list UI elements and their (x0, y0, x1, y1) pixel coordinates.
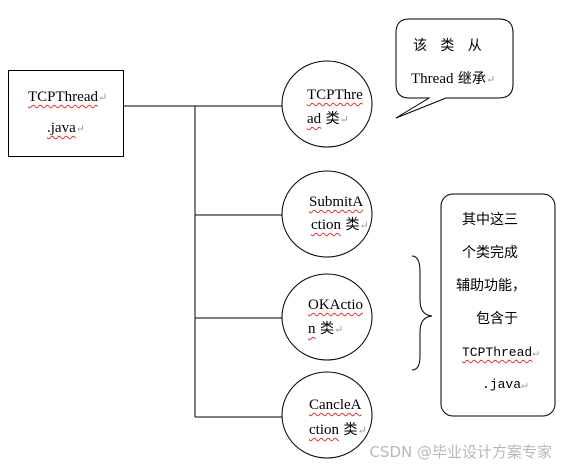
node-label-suffix: 类 (339, 422, 358, 438)
node-label-line1: OKActio (308, 297, 363, 313)
node-submitaction-ellipse (281, 170, 373, 258)
callout-line1: 该 类 从 (413, 38, 482, 54)
paragraph-mark: ↵ (359, 220, 369, 232)
node-okaction-ellipse (281, 273, 373, 361)
paragraph-mark: ↵ (485, 74, 496, 86)
node-cancleaction-ellipse (281, 371, 373, 459)
paragraph-mark: ↵ (357, 425, 367, 437)
note-file-name: TCPThread (462, 345, 533, 360)
node-label-line1: CancleA (309, 397, 362, 413)
node-label-line2: ad (307, 111, 322, 127)
node-tcpthread-ellipse (281, 60, 373, 148)
paragraph-mark: ↵ (75, 123, 85, 135)
callout-bubble (395, 18, 514, 119)
paragraph-mark: ↵ (97, 92, 108, 104)
brace (411, 255, 433, 371)
note-file-extension: .java (482, 377, 522, 392)
main-file-extension: .java (47, 120, 76, 136)
note-line: 辅助功能， (456, 278, 526, 294)
note-line: 个类完成 (462, 245, 518, 261)
paragraph-mark: ↵ (532, 348, 539, 360)
node-label-suffix: 类 (341, 217, 360, 233)
main-file-name: TCPThread (28, 89, 98, 105)
paragraph-mark: ↵ (339, 114, 349, 126)
node-label-suffix: 类 (315, 321, 334, 337)
callout-line2-suffix: 继承 (453, 71, 486, 87)
node-label-line2: ction (311, 217, 341, 233)
note-line: 其中这三 (462, 212, 518, 228)
paragraph-mark: ↵ (521, 380, 528, 392)
node-label-line2: ction (309, 422, 339, 438)
node-label-line2: n (308, 321, 316, 337)
main-file-box: TCPThread↵ .java↵ (8, 70, 124, 157)
note-box (440, 193, 556, 417)
note-line: 包含于 (476, 311, 518, 327)
watermark: CSDN @毕业设计方案专家 (369, 443, 552, 461)
node-label-line1: TCPThre (307, 87, 363, 103)
node-label-line1: SubmitA (309, 194, 364, 210)
node-label-suffix: 类 (321, 111, 340, 127)
paragraph-mark: ↵ (333, 324, 344, 336)
callout-line2-word: Thread (411, 71, 454, 87)
